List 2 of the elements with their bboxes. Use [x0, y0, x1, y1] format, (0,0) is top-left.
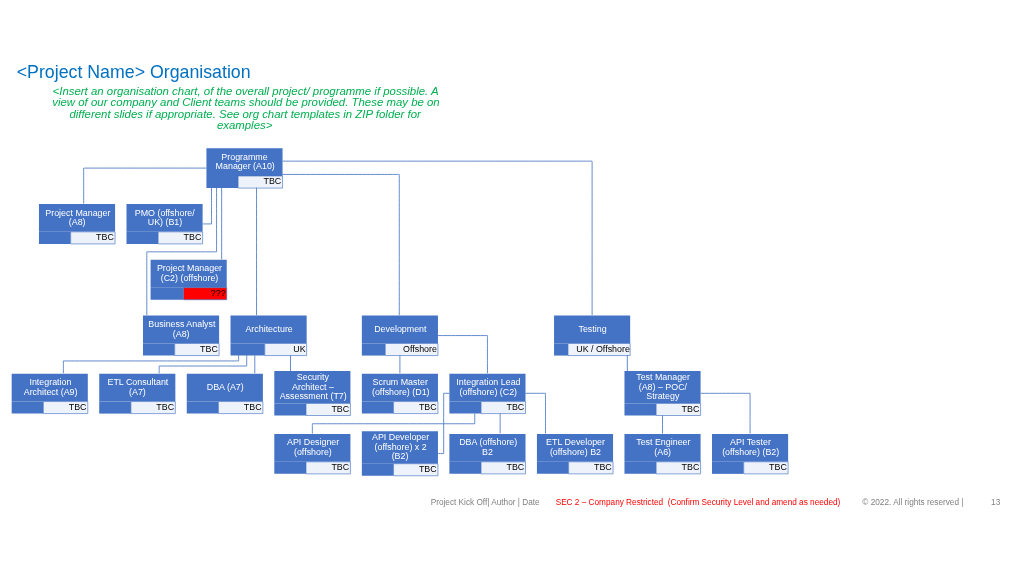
label: <Insert an organisation chart, of the overall project/ programme if possible. A view of our company and Client teams should be provided. These may be on different slides if appropriate. See org chart templates in ZIP folder for examples>: [51, 84, 440, 132]
diagram-title: <Project Name> Organisation: [16, 62, 251, 83]
